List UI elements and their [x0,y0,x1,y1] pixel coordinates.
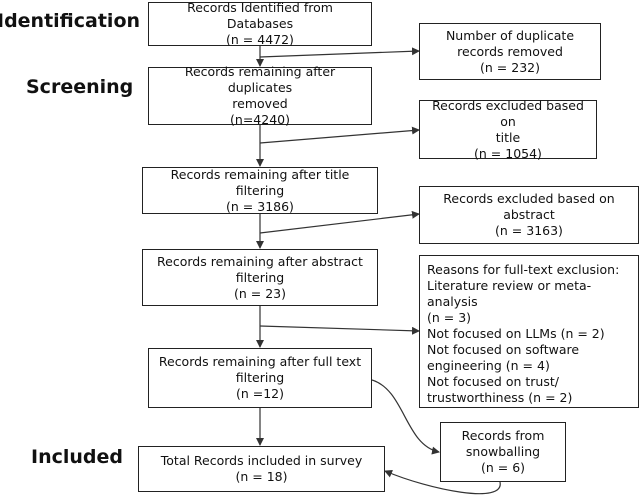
arrow-to-duplicates [259,47,420,58]
box-text-line: Reasons for full-text exclusion: [427,262,620,277]
box-text-line: (n = 6) [480,460,526,475]
box-text-line: (n =12) [235,386,285,401]
box-total-included: Total Records included in survey(n = 18) [138,446,385,492]
box-text-line: (n = 23) [233,285,286,301]
box-text-line: engineering (n = 4) [427,358,550,373]
box-text-line: Total Records included in survey [160,453,363,468]
box-text-line: Not focused on trust/ [427,374,559,389]
box-records-identified: Records Identified from Databases(n = 44… [148,0,372,47]
box-text-line: (n = 3163) [495,223,563,238]
box-fulltext-exclusion-reasons: Reasons for full-text exclusion:Literatu… [419,255,639,408]
stage-label-identification: Identification [0,10,141,32]
box-text-line: (n = 3186) [226,198,294,214]
box-text-line: (n = 1054) [474,145,542,161]
box-text-line: (n=4240) [230,112,290,127]
arrow-to-fulltext-exclusion [259,325,420,335]
box-text-line: Records excluded based on [443,191,615,206]
box-text-line: (n = 3) [427,310,472,325]
arrow-snowballing-to-included [384,470,501,495]
box-text-line: Records remaining after title filtering [170,166,350,198]
arrow-to-excluded-title [259,126,420,144]
box-text-line: (n = 4472) [226,32,294,47]
box-text-line: Not focused on LLMs (n = 2) [427,326,605,341]
arrow-to-excluded-abstract [259,210,420,234]
box-text-line: filtering [235,269,285,285]
box-text-line: Records remaining after abstract [157,253,363,269]
box-text-line: snowballing [465,444,541,459]
stage-label-included: Included [31,446,123,468]
box-text-line: abstract [503,207,555,222]
box-text-line: Records excluded based on [432,97,584,129]
box-text-line: records removed [457,43,563,59]
box-text-line: filtering [235,370,285,385]
box-text-line: title [495,129,521,145]
box-text-line: Records remaining after duplicates [184,64,336,95]
box-text-line: (n = 18) [235,469,288,484]
box-text-line: Number of duplicate [445,27,575,43]
box-text-line: Records remaining after full text [158,354,362,369]
stage-label-screening: Screening [26,76,134,98]
box-text-line: Records from [461,428,545,443]
box-text-line: (n = 232) [480,59,540,75]
box-text-line: Literature review or meta-analysis [427,278,592,309]
box-after-title: Records remaining after title filtering(… [142,167,378,214]
box-text-line: trustworthiness (n = 2) [427,390,573,405]
box-text-line: Records Identified from Databases [187,0,333,31]
box-text-line: Not focused on software [427,342,580,357]
box-text-line: removed [232,96,288,111]
arrow-fulltext-to-snowballing [371,379,440,455]
